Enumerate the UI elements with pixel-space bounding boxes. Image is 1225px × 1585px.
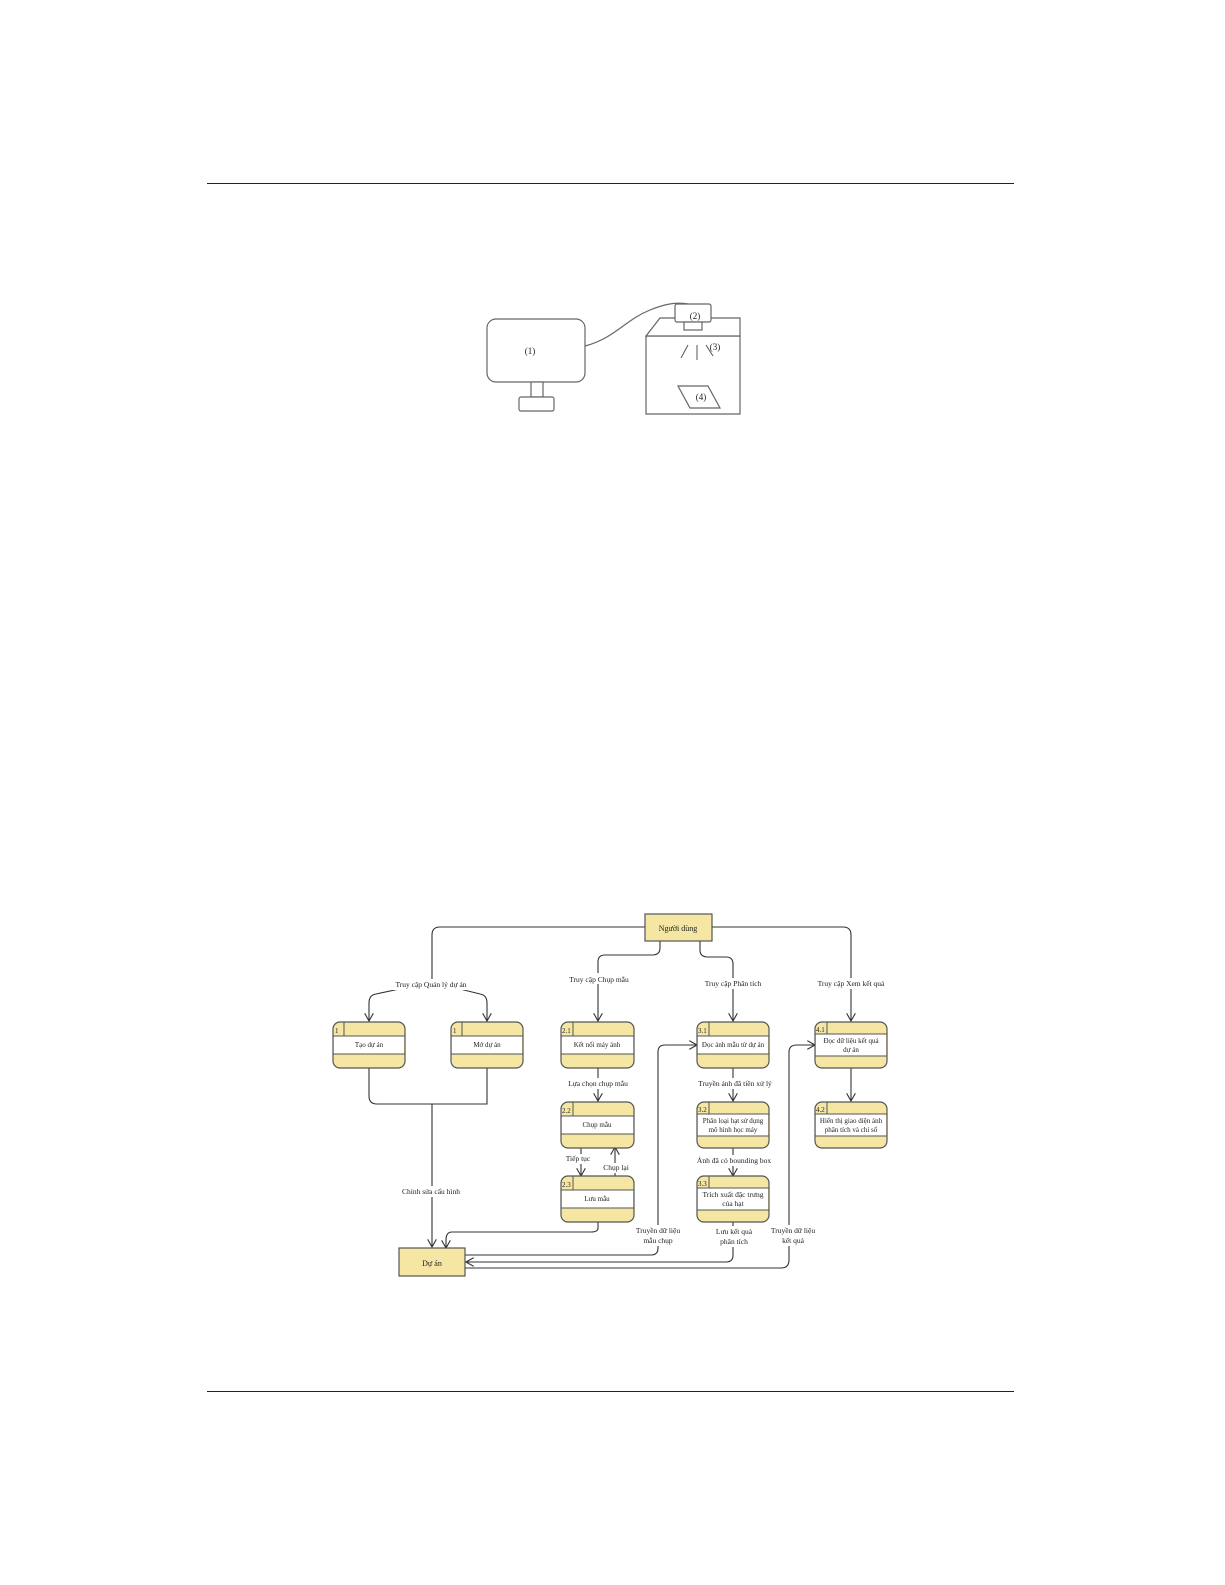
process-id: 3.2 (698, 1106, 707, 1114)
label-access-analysis: Truy cập Phân tích (705, 979, 762, 988)
process-id: 2.1 (562, 1027, 571, 1035)
flow-sample-data (465, 1045, 697, 1256)
flow-to-open (431, 981, 487, 1021)
store-project: Dự án (398, 1247, 466, 1277)
process-label: Phân loại hạt sử dụng (703, 1117, 764, 1125)
process-label: mô hình học máy (709, 1126, 758, 1134)
process-open-project: 1 Mở dự án (450, 1021, 524, 1069)
label-sample: (4) (696, 392, 707, 402)
monitor (486, 318, 586, 412)
process-label: Đọc ảnh mẫu từ dự án (702, 1041, 765, 1049)
label-send-results: Truyền dữ liệu (771, 1226, 815, 1235)
process-id: 3.1 (698, 1027, 707, 1035)
camera (674, 303, 712, 331)
footer-rule (207, 1391, 1014, 1392)
label-save-results: Lưu kết quả (716, 1227, 753, 1236)
label-access-project: Truy cập Quản lý dự án (395, 980, 466, 989)
process-create-project: 1 Tạo dự án (332, 1021, 406, 1069)
process-read-sample: 3.1 Đọc ảnh mẫu từ dự án (696, 1021, 770, 1069)
process-capture-sample: 2.2 Chụp mẫu (560, 1101, 635, 1149)
process-label: Đọc dữ liệu kết quả (823, 1037, 879, 1045)
process-id: 1 (335, 1027, 339, 1035)
entity-user: Người dùng (644, 913, 713, 942)
label-continue: Tiếp tục (566, 1154, 591, 1163)
process-display-results: 4.2 Hiển thị giao diện ảnh phân tích và … (814, 1101, 888, 1149)
label-send-sample-data: Truyền dữ liệu (636, 1226, 680, 1235)
flow-user-to-results (712, 926, 851, 1021)
process-read-results: 4.1 Đọc dữ liệu kết quả dự án (814, 1021, 888, 1069)
entity-user-label: Người dùng (659, 924, 698, 933)
process-label: của hạt (722, 1199, 744, 1208)
flow-result-data (465, 1045, 815, 1269)
process-label: Chụp mẫu (583, 1121, 612, 1129)
flow-user-to-capture (598, 940, 661, 1021)
flow-to-create (369, 981, 433, 1021)
camera-cable (584, 302, 689, 347)
process-label: dự án (843, 1046, 859, 1054)
label-monitor: (1) (525, 346, 536, 356)
label-access-capture: Truy cập Chụp mẫu (569, 975, 629, 984)
process-id: 4.1 (816, 1026, 825, 1034)
label-bbox-image: Ảnh đã có bounding box (697, 1155, 771, 1165)
process-label: Tạo dự án (355, 1041, 384, 1049)
label-recapture: Chụp lại (603, 1163, 629, 1172)
process-classify-grains: 3.2 Phân loại hạt sử dụng mô hình học má… (696, 1101, 770, 1149)
flow-user-to-project (431, 926, 645, 982)
process-label: Mở dự án (473, 1041, 501, 1049)
process-connect-camera: 2.1 Kết nối máy ảnh (560, 1021, 635, 1069)
sample-tray (676, 385, 722, 409)
label-select-capture: Lựa chọn chụp mẫu (568, 1079, 628, 1088)
label-save-results: phân tích (720, 1237, 748, 1246)
label-send-results: kết quả (782, 1236, 805, 1245)
light-rays (680, 344, 714, 360)
label-send-preprocessed: Truyền ảnh đã tiền xử lý (698, 1079, 772, 1088)
process-id: 3.3 (698, 1180, 707, 1188)
process-id: 1 (453, 1027, 457, 1035)
header-rule (207, 183, 1014, 184)
process-label: Trích xuất đặc trưng (702, 1190, 763, 1199)
process-label: Hiển thị giao diện ảnh (820, 1117, 883, 1125)
flow-save-to-store (446, 1221, 599, 1248)
label-edit-config: Chỉnh sửa cấu hình (402, 1187, 460, 1196)
process-label: phân tích và chỉ số (825, 1126, 878, 1134)
flow-project-merge (368, 1067, 488, 1105)
label-light: (3) (710, 342, 721, 352)
flow-save-results (466, 1221, 734, 1262)
label-access-results: Truy cập Xem kết quả (818, 979, 885, 988)
process-label: Lưu mẫu (584, 1195, 610, 1203)
store-project-label: Dự án (422, 1259, 442, 1268)
process-id: 4.2 (816, 1106, 825, 1114)
label-camera: (2) (690, 311, 701, 321)
flow-user-to-analysis (699, 940, 733, 1021)
label-send-sample-data: mẫu chụp (643, 1236, 673, 1245)
flow-labels: Truy cập Quản lý dự án Truy cập Chụp mẫu… (388, 973, 887, 1247)
process-id: 2.3 (562, 1181, 571, 1189)
process-extract-features: 3.3 Trích xuất đặc trưng của hạt (696, 1175, 770, 1223)
process-id: 2.2 (562, 1107, 571, 1115)
process-save-sample: 2.3 Lưu mẫu (560, 1175, 635, 1223)
process-label: Kết nối máy ảnh (574, 1041, 621, 1049)
